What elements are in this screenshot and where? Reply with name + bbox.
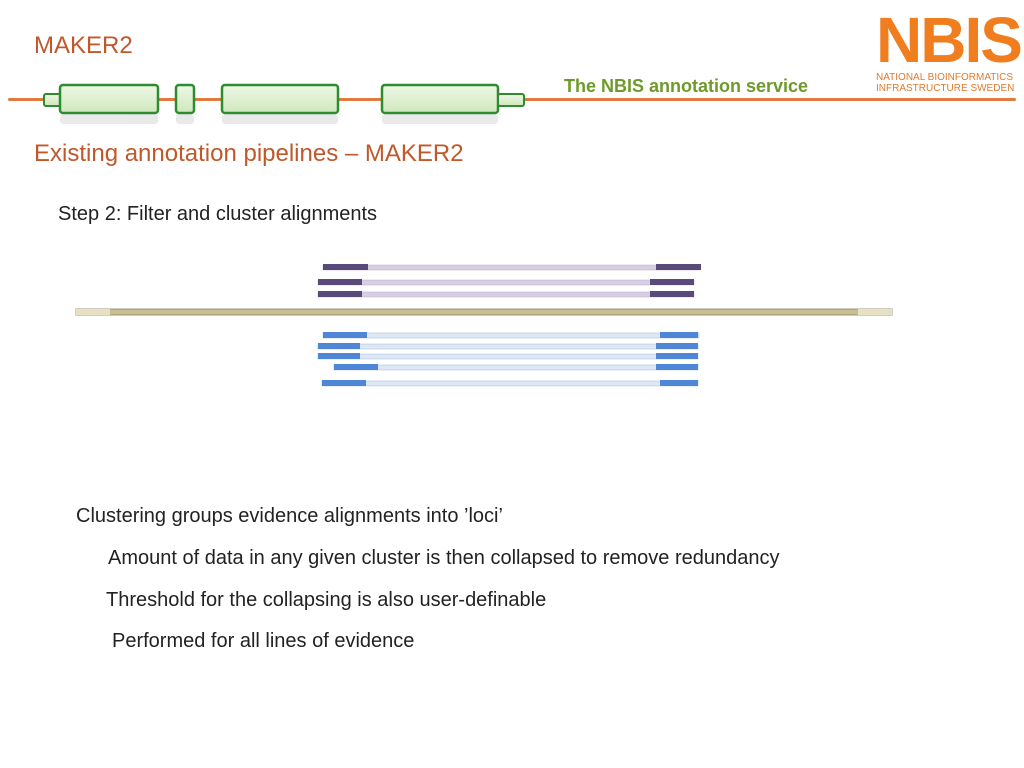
logo-mark-text: NBIS [876, 4, 1023, 76]
nbis-logo: NBIS NATIONAL BIOINFORMATICS INFRASTRUCT… [876, 8, 1023, 98]
slide-label: MAKER2 [34, 32, 133, 59]
logo-mark: NBIS [876, 8, 1023, 72]
protein-alignment-1 [322, 264, 700, 271]
exon-1 [58, 83, 160, 115]
protein-alignment-3 [317, 291, 695, 298]
est-alignment-5 [321, 380, 699, 387]
bullet-clustering: Clustering groups evidence alignments in… [76, 505, 503, 527]
service-title: The NBIS annotation service [564, 76, 809, 96]
bullet-collapse: Amount of data in any given cluster is t… [108, 547, 780, 569]
bullet-evidence: Performed for all lines of evidence [112, 630, 415, 652]
bullet-threshold: Threshold for the collapsing is also use… [106, 589, 547, 611]
alignment-cluster-figure [75, 264, 893, 387]
logo-subtitle-line1: NATIONAL BIOINFORMATICS [876, 72, 1014, 83]
genome-sequence-bar [75, 308, 893, 316]
protein-alignments [317, 264, 701, 298]
exon-3 [220, 83, 340, 115]
est-alignment-2 [317, 343, 699, 350]
est-alignment-1 [322, 332, 700, 339]
logo-subtitle-line2: INFRASTRUCTURE SWEDEN [876, 83, 1015, 94]
slide-title: Existing annotation pipelines – MAKER2 [34, 140, 464, 167]
protein-alignment-2 [317, 279, 695, 286]
step-heading: Step 2: Filter and cluster alignments [58, 203, 378, 225]
exon-4 [380, 83, 500, 115]
utr-right [497, 93, 525, 107]
exon-2 [174, 83, 196, 115]
est-alignment-3 [317, 353, 699, 360]
gene-model-graphic [43, 83, 525, 124]
est-alignment-4 [333, 364, 699, 371]
est-alignments [317, 332, 700, 387]
